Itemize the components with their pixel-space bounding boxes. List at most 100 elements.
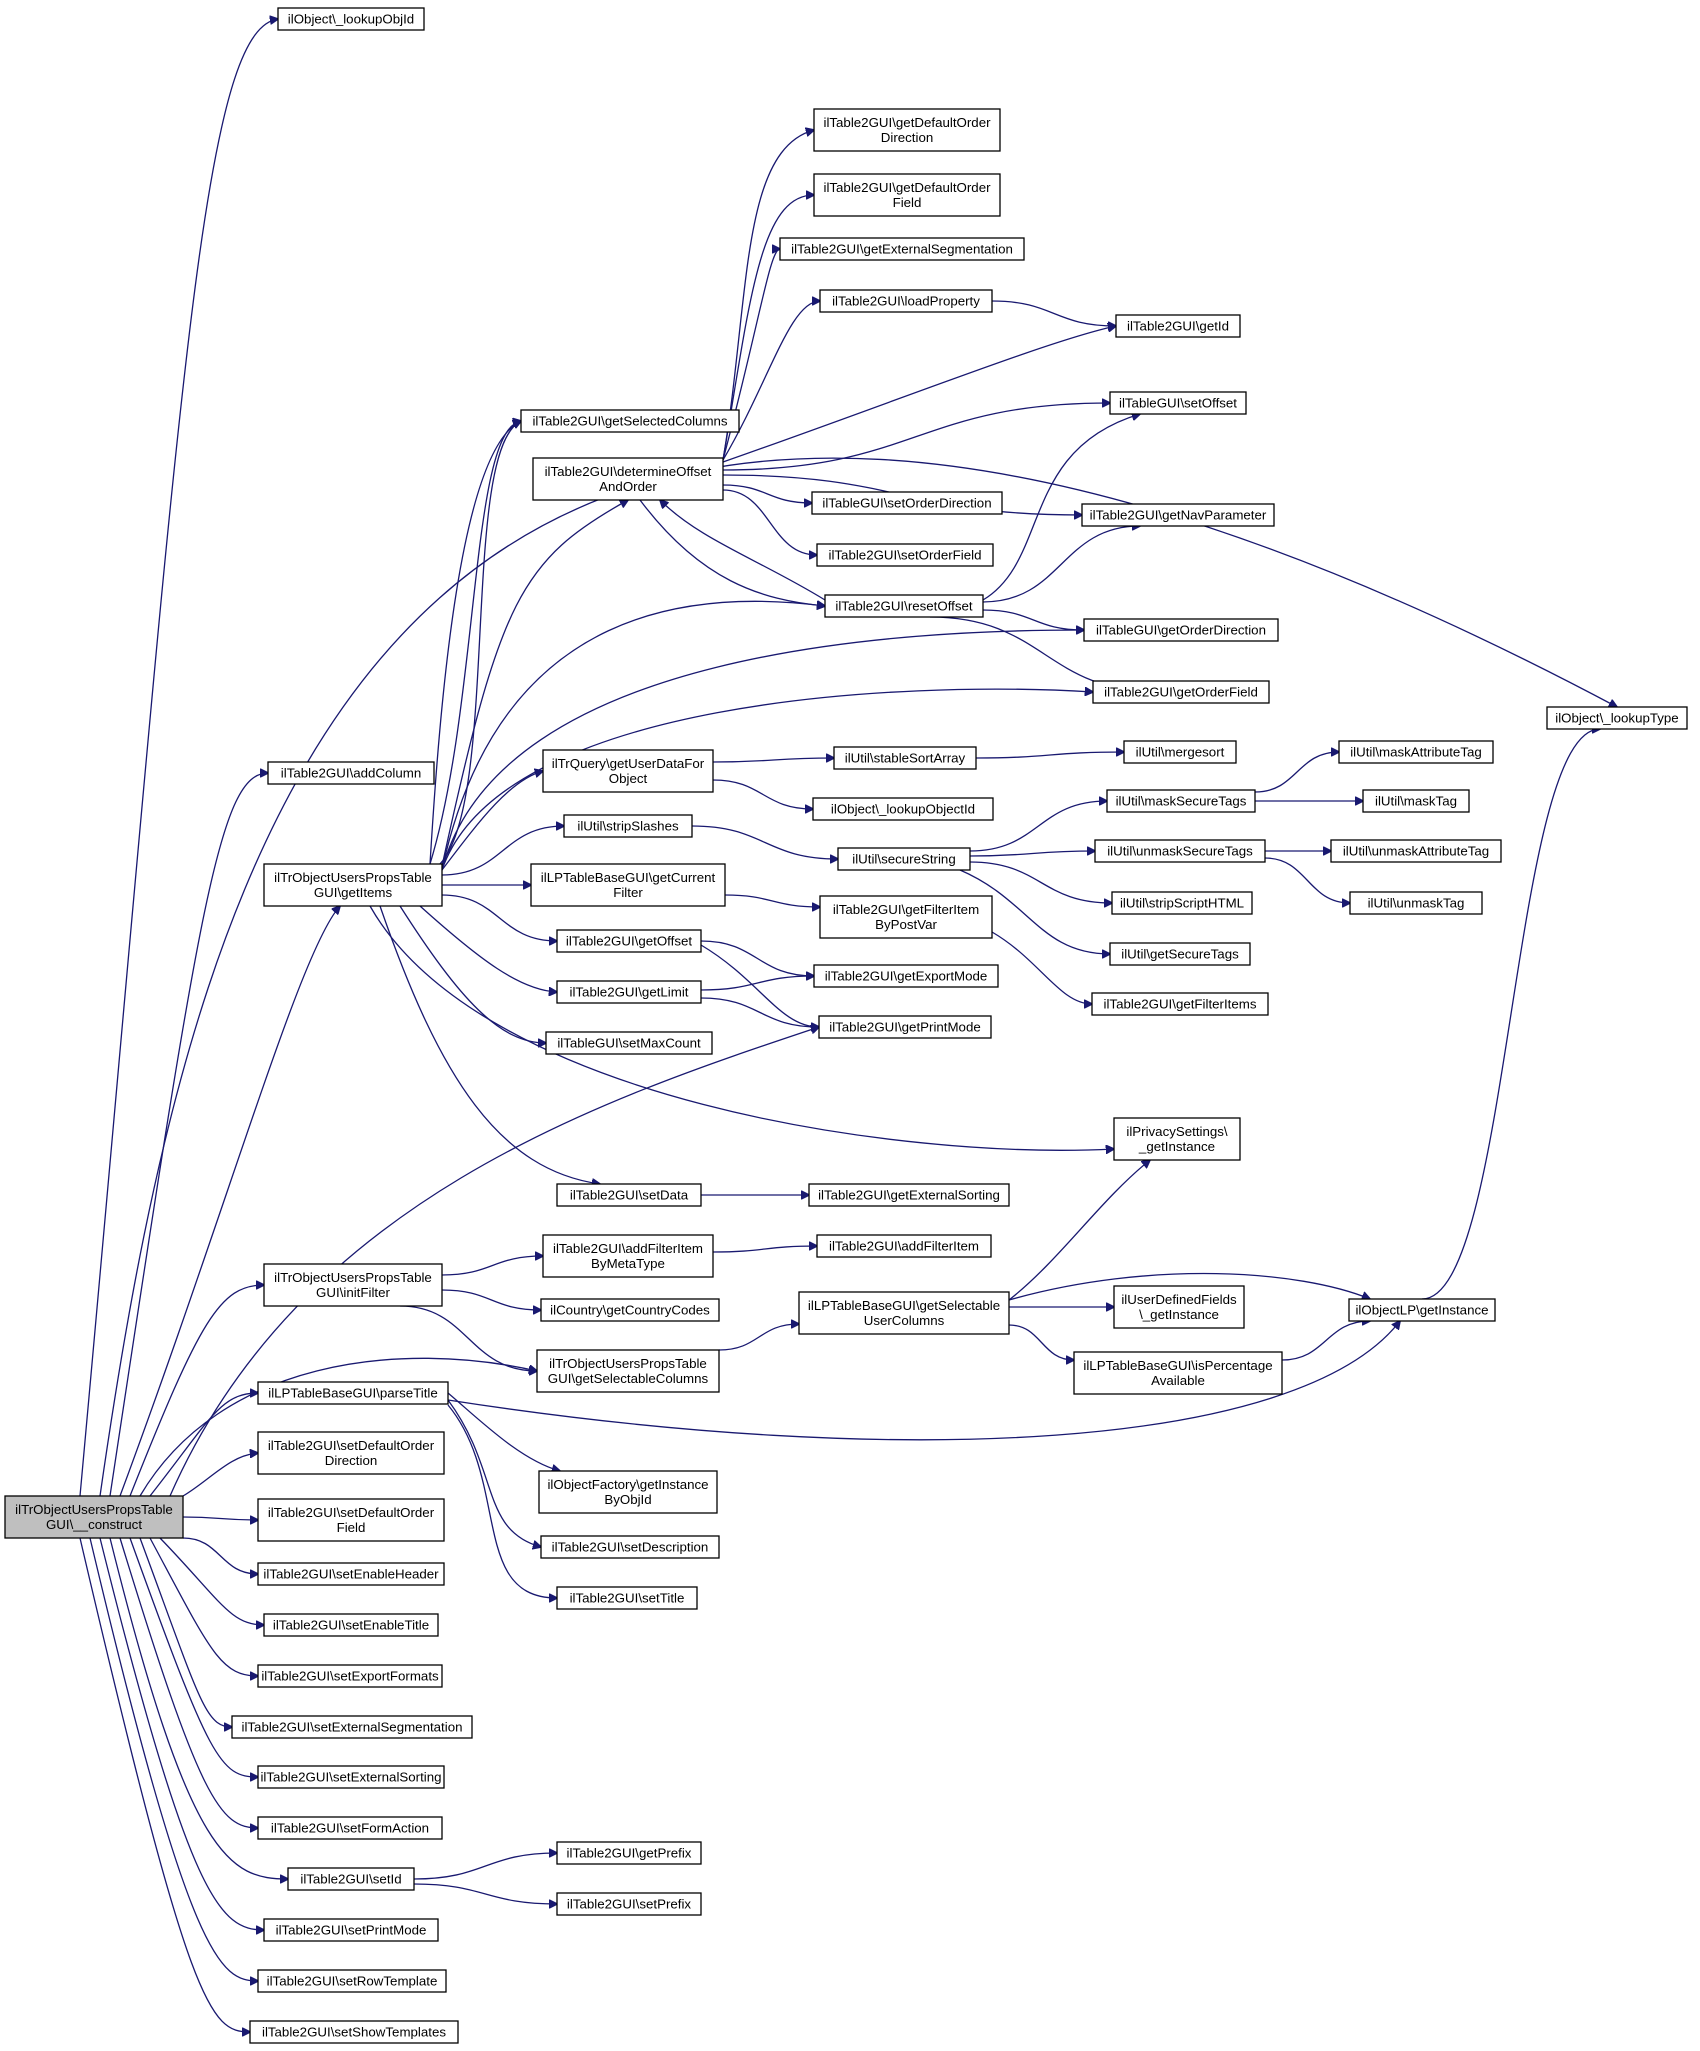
node-setOrderDirection[interactable]: ilTableGUI\setOrderDirection [811, 491, 1003, 515]
node-resetOffset[interactable]: ilTable2GUI\resetOffset [824, 594, 984, 618]
node-getPrefix[interactable]: ilTable2GUI\getPrefix [556, 1841, 702, 1865]
node-getSelectableColumns[interactable]: ilTrObjectUsersPropsTableGUI\getSelectab… [536, 1349, 720, 1393]
call-edge [447, 1321, 1400, 1441]
node-getSecureTags[interactable]: ilUtil\getSecureTags [1109, 942, 1251, 966]
node-setPrefix[interactable]: ilTable2GUI\setPrefix [556, 1892, 702, 1916]
node-setRowTemplate[interactable]: ilTable2GUI\setRowTemplate [257, 1969, 447, 1993]
edge-getUserDataForObject-to-stableSortArray [712, 758, 834, 763]
node-label: AndOrder [599, 479, 657, 494]
node-label: ilUtil\stableSortArray [845, 751, 966, 766]
node-addColumn[interactable]: ilTable2GUI\addColumn [267, 761, 435, 785]
node-objectLPGetInstance[interactable]: ilObjectLP\getInstance [1348, 1298, 1496, 1322]
node-getNavParameter[interactable]: ilTable2GUI\getNavParameter [1081, 503, 1275, 527]
node-stripSlashes[interactable]: ilUtil\stripSlashes [563, 814, 693, 838]
node-label: ilLPTableBaseGUI\isPercentage [1083, 1358, 1272, 1373]
node-setData[interactable]: ilTable2GUI\setData [556, 1183, 702, 1207]
node-setExternalSegmentation[interactable]: ilTable2GUI\setExternalSegmentation [231, 1715, 473, 1739]
edge-unmaskSecureTags-to-unmaskTag [1264, 857, 1350, 903]
node-getSelectableUserColumns[interactable]: ilLPTableBaseGUI\getSelectableUserColumn… [798, 1291, 1010, 1335]
node-setFormAction[interactable]: ilTable2GUI\setFormAction [257, 1816, 443, 1840]
node-maskAttributeTag[interactable]: ilUtil\maskAttributeTag [1338, 740, 1494, 764]
node-unmaskTag[interactable]: ilUtil\unmaskTag [1349, 891, 1483, 915]
node-label: ilTable2GUI\setId [300, 1872, 401, 1887]
node-unmaskAttributeTag[interactable]: ilUtil\unmaskAttributeTag [1330, 839, 1502, 863]
node-privacyGetInstance[interactable]: ilPrivacySettings\_getInstance [1113, 1117, 1241, 1161]
node-setEnableTitle[interactable]: ilTable2GUI\setEnableTitle [263, 1613, 439, 1637]
node-setPrintMode[interactable]: ilTable2GUI\setPrintMode [263, 1918, 439, 1942]
node-setOffset[interactable]: ilTableGUI\setOffset [1109, 391, 1247, 415]
node-getOrderDirection[interactable]: ilTableGUI\getOrderDirection [1083, 618, 1279, 642]
node-getSelectedColumns[interactable]: ilTable2GUI\getSelectedColumns [520, 409, 740, 433]
node-box [530, 863, 726, 907]
node-label: ilObjectFactory\getInstance [547, 1477, 708, 1492]
node-maskTag[interactable]: ilUtil\maskTag [1362, 789, 1470, 813]
node-getExternalSorting[interactable]: ilTable2GUI\getExternalSorting [808, 1183, 1010, 1207]
edge-root-to-addColumn [109, 773, 268, 1497]
node-getOrderField[interactable]: ilTable2GUI\getOrderField [1092, 680, 1270, 704]
node-label: ilTable2GUI\addFilterItem [553, 1241, 703, 1256]
node-setExportFormats[interactable]: ilTable2GUI\setExportFormats [257, 1664, 443, 1688]
node-getLimit[interactable]: ilTable2GUI\getLimit [556, 980, 702, 1004]
node-setId[interactable]: ilTable2GUI\setId [287, 1867, 415, 1891]
node-secureString[interactable]: ilUtil\secureString [837, 847, 971, 871]
node-loadProperty[interactable]: ilTable2GUI\loadProperty [819, 289, 993, 313]
node-box [1081, 503, 1275, 527]
node-box [257, 1431, 445, 1475]
node-maskSecureTags[interactable]: ilUtil\maskSecureTags [1106, 789, 1256, 813]
node-label: ilLPTableBaseGUI\getSelectable [808, 1298, 1000, 1313]
node-setMaxCount[interactable]: ilTableGUI\setMaxCount [545, 1031, 713, 1055]
edge-maskSecureTags-to-maskAttributeTag [1254, 752, 1339, 793]
node-stableSortArray[interactable]: ilUtil\stableSortArray [833, 746, 977, 770]
node-getPrintMode[interactable]: ilTable2GUI\getPrintMode [818, 1015, 992, 1039]
node-getId[interactable]: ilTable2GUI\getId [1115, 314, 1241, 338]
node-addFilterItem[interactable]: ilTable2GUI\addFilterItem [816, 1234, 992, 1258]
node-getCountryCodes[interactable]: ilCountry\getCountryCodes [540, 1298, 720, 1322]
node-setShowTemplates[interactable]: ilTable2GUI\setShowTemplates [249, 2020, 459, 2044]
node-udfGetInstance[interactable]: ilUserDefinedFields\_getInstance [1113, 1285, 1245, 1329]
node-box [818, 1015, 992, 1039]
node-getExternalSegmentation[interactable]: ilTable2GUI\getExternalSegmentation [779, 237, 1025, 261]
node-getFilterItems[interactable]: ilTable2GUI\getFilterItems [1091, 992, 1269, 1016]
node-box [267, 761, 435, 785]
node-lookupType[interactable]: ilObject\_lookupType [1546, 706, 1688, 730]
edge-root-to-setShowTemplates [79, 1537, 250, 2032]
call-edge [399, 1305, 537, 1371]
node-box [257, 1664, 443, 1688]
node-setTitle[interactable]: ilTable2GUI\setTitle [556, 1586, 698, 1610]
node-lookupObjId[interactable]: ilObject\_lookupObjId [277, 7, 425, 31]
call-edge [1264, 857, 1350, 903]
node-getExportMode[interactable]: ilTable2GUI\getExportMode [813, 964, 999, 988]
node-parseTitle[interactable]: ilLPTableBaseGUI\parseTitle [257, 1381, 449, 1405]
node-label: ilTable2GUI\setPrintMode [276, 1923, 427, 1938]
node-stripScriptHTML[interactable]: ilUtil\stripScriptHTML [1111, 891, 1253, 915]
node-mergesort[interactable]: ilUtil\mergesort [1123, 740, 1237, 764]
node-setOrderField[interactable]: ilTable2GUI\setOrderField [816, 543, 994, 567]
call-edge [691, 825, 838, 859]
edge-stableSortArray-to-mergesort [975, 752, 1124, 759]
node-setDescription[interactable]: ilTable2GUI\setDescription [540, 1535, 720, 1559]
node-unmaskSecureTags[interactable]: ilUtil\unmaskSecureTags [1094, 839, 1266, 863]
node-setEnableHeader[interactable]: ilTable2GUI\setEnableHeader [257, 1562, 445, 1586]
node-setExternalSorting[interactable]: ilTable2GUI\setExternalSorting [257, 1765, 445, 1789]
node-lookupObjectId[interactable]: ilObject\_lookupObjectId [812, 797, 994, 821]
edge-determineOffsetAndOrder-to-setOrderField [722, 489, 817, 555]
node-getOffset[interactable]: ilTable2GUI\getOffset [556, 929, 702, 953]
edge-getFilterItemByPostVar-to-getFilterItems [991, 931, 1092, 1004]
call-edge [149, 1537, 258, 1676]
call-edge [1254, 752, 1339, 793]
node-label: ilTable2GUI\getExternalSorting [818, 1188, 1000, 1203]
